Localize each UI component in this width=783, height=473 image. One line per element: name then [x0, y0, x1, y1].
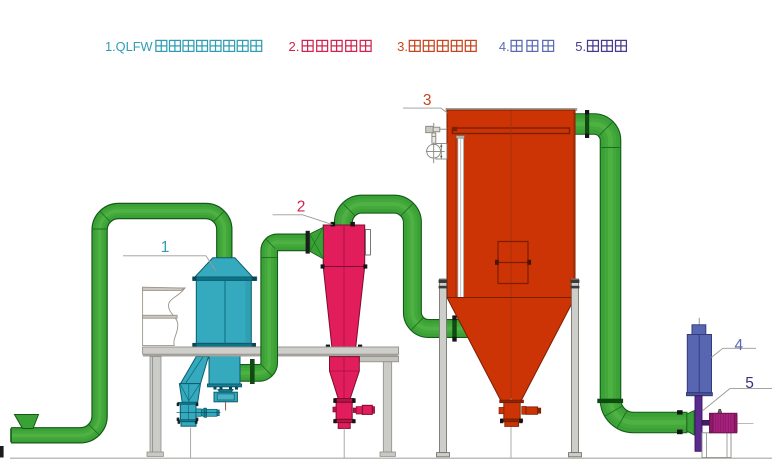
svg-text:5.: 5. [575, 39, 586, 54]
svg-text:5: 5 [745, 375, 754, 392]
svg-text:1: 1 [161, 239, 170, 256]
svg-text:4: 4 [735, 337, 744, 354]
svg-text:4.: 4. [499, 39, 510, 54]
svg-text:3.: 3. [397, 39, 408, 54]
svg-text:3: 3 [423, 92, 432, 109]
svg-text:2.: 2. [289, 39, 300, 54]
svg-text:1.QLFW: 1.QLFW [105, 39, 154, 54]
svg-text:2: 2 [297, 199, 306, 216]
